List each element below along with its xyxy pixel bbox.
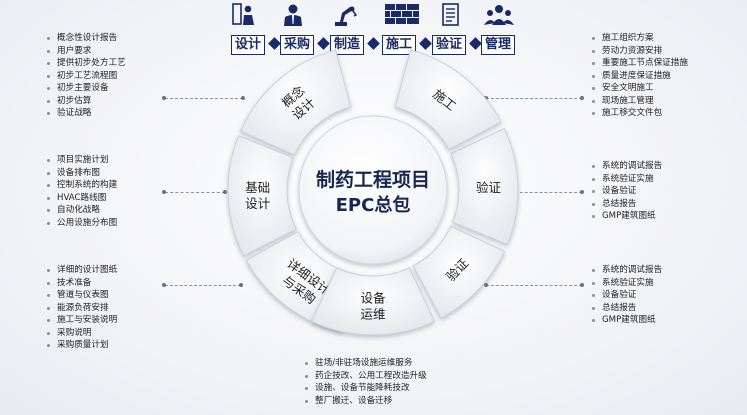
list-item: 用户要求 bbox=[45, 45, 126, 58]
list-item: 技术准备 bbox=[45, 277, 117, 290]
center-subtitle: EPC总包 bbox=[336, 194, 411, 216]
connector-dot bbox=[580, 190, 584, 194]
ring-segment-construction bbox=[394, 49, 502, 151]
concept-deliverables-list: 概念性设计报告 用户要求 提供初步处方工艺 初步工艺流程图 初步主要设备 初步估… bbox=[45, 32, 126, 120]
connector-detailed bbox=[165, 285, 241, 286]
list-item: 总结报告 bbox=[590, 198, 662, 211]
detailed-deliverables-list: 详细的设计图纸 技术准备 管道与仪表图 能源负荷安排 施工与安装说明 采购说明 … bbox=[45, 264, 117, 352]
connector-dot bbox=[484, 96, 488, 100]
list-item: 采购说明 bbox=[45, 327, 117, 340]
brick-wall-icon bbox=[384, 2, 420, 28]
connector-validation1 bbox=[505, 192, 582, 193]
connector-concept bbox=[165, 98, 243, 99]
list-item: 系统验证实施 bbox=[590, 277, 662, 290]
list-item: 项目实施计划 bbox=[45, 154, 117, 167]
ring-segment-validation-1 bbox=[450, 128, 519, 245]
ring-segment-concept-design bbox=[239, 49, 352, 156]
list-item: 施工移交文件包 bbox=[590, 107, 688, 120]
list-item: 药企技改、公用工程改造升级 bbox=[303, 370, 427, 383]
list-item: 劳动力资源安排 bbox=[590, 45, 688, 58]
list-item: 验证战略 bbox=[45, 107, 126, 120]
basic-deliverables-list: 项目实施计划 设备排布图 控制系统的构建 HVAC路线图 自动化战略 公用设施分… bbox=[45, 154, 117, 229]
list-item: 施工与安装说明 bbox=[45, 314, 117, 327]
list-item: 施工组织方案 bbox=[590, 32, 688, 45]
list-item: 控制系统的构建 bbox=[45, 179, 117, 192]
stage-construct-label: 施工 bbox=[382, 35, 417, 55]
connector-dot bbox=[223, 190, 227, 194]
list-item: GMP建筑图纸 bbox=[590, 314, 662, 327]
list-item: 设备排布图 bbox=[45, 167, 117, 180]
list-item: 自动化战略 bbox=[45, 204, 117, 217]
team-icon bbox=[482, 2, 516, 28]
construction-deliverables-list: 施工组织方案 劳动力资源安排 重要施工节点保证措施 质量进度保证措施 安全文明施… bbox=[590, 32, 688, 120]
list-item: 系统验证实施 bbox=[590, 173, 662, 186]
list-item: 总结报告 bbox=[590, 302, 662, 315]
ring-segment-label: 设计 bbox=[245, 196, 270, 211]
list-item: 初步工艺流程图 bbox=[45, 70, 126, 83]
list-item: 初步主要设备 bbox=[45, 82, 126, 95]
connector-dot bbox=[580, 283, 584, 287]
list-item: 提供初步处方工艺 bbox=[45, 57, 126, 70]
list-item: 概念性设计报告 bbox=[45, 32, 126, 45]
center-title: 制药工程项目 bbox=[316, 168, 430, 191]
stage-design-label: 设计 bbox=[231, 35, 266, 55]
ring-segment-label: 验证 bbox=[476, 180, 502, 195]
toolbar-icons bbox=[228, 2, 518, 28]
connector-dot bbox=[484, 283, 488, 287]
connector-dot bbox=[162, 190, 166, 194]
list-item: 采购质量计划 bbox=[45, 339, 117, 352]
list-item: 设施、设备节能降耗技改 bbox=[303, 382, 427, 395]
list-item: 现场施工管理 bbox=[590, 95, 688, 108]
list-item: 详细的设计图纸 bbox=[45, 264, 117, 277]
connector-validation2 bbox=[486, 285, 582, 286]
list-item: 初步估算 bbox=[45, 95, 126, 108]
list-item: 重要施工节点保证措施 bbox=[590, 57, 688, 70]
list-item: GMP建筑图纸 bbox=[590, 210, 662, 223]
ring-segment-label: 设备 bbox=[360, 291, 386, 306]
validation2-deliverables-list: 系统的调试报告 系统验证实施 设备验证 总结报告 GMP建筑图纸 bbox=[590, 264, 662, 327]
connector-dot bbox=[162, 283, 166, 287]
list-item: 系统的调试报告 bbox=[590, 160, 662, 173]
list-item: 设备验证 bbox=[590, 185, 662, 198]
stage-manage-label: 管理 bbox=[481, 35, 516, 55]
ring-segment-label: 基础 bbox=[245, 180, 270, 195]
validation1-deliverables-list: 系统的调试报告 系统验证实施 设备验证 总结报告 GMP建筑图纸 bbox=[590, 160, 662, 223]
list-item: HVAC路线图 bbox=[45, 192, 117, 205]
ring-segment-basic-design bbox=[227, 135, 298, 257]
buyer-icon bbox=[278, 2, 308, 28]
stage-validate-label: 验证 bbox=[432, 35, 467, 55]
ring-segment-equipment-ops bbox=[311, 267, 435, 336]
stage-procure-label: 采购 bbox=[280, 35, 315, 55]
list-item: 安全文明施工 bbox=[590, 82, 688, 95]
connector-dot bbox=[239, 283, 243, 287]
list-item: 能源负荷安排 bbox=[45, 302, 117, 315]
connector-dot bbox=[162, 96, 166, 100]
list-item: 系统的调试报告 bbox=[590, 264, 662, 277]
list-item: 质量进度保证措施 bbox=[590, 70, 688, 83]
ring-segment-validation-2 bbox=[412, 225, 506, 319]
stage-manufacture-label: 制造 bbox=[330, 35, 365, 55]
document-icon bbox=[436, 2, 466, 28]
ring-segments: 概念设计基础设计详细设计与采购设备运维验证验证施工 bbox=[227, 49, 519, 336]
list-item: 设备验证 bbox=[590, 289, 662, 302]
list-item: 整厂搬迁、设备迁移 bbox=[303, 395, 427, 408]
connector-construction bbox=[486, 98, 582, 99]
operations-deliverables-list: 驻场/非驻场设施运维服务 药企技改、公用工程改造升级 设施、设备节能降耗技改 整… bbox=[303, 357, 427, 407]
list-item: 管道与仪表图 bbox=[45, 289, 117, 302]
list-item: 公用设施分布图 bbox=[45, 217, 117, 230]
robot-arm-icon bbox=[330, 2, 360, 28]
center-hub bbox=[298, 115, 448, 265]
list-item: 驻场/非驻场设施运维服务 bbox=[303, 357, 427, 370]
ring-segment-label: 运维 bbox=[360, 307, 385, 322]
ring-segment-label-group: 验证 bbox=[476, 180, 502, 195]
connector-basic bbox=[165, 192, 225, 193]
connector-dot bbox=[241, 96, 245, 100]
designer-icon bbox=[230, 2, 260, 28]
connector-dot bbox=[580, 96, 584, 100]
